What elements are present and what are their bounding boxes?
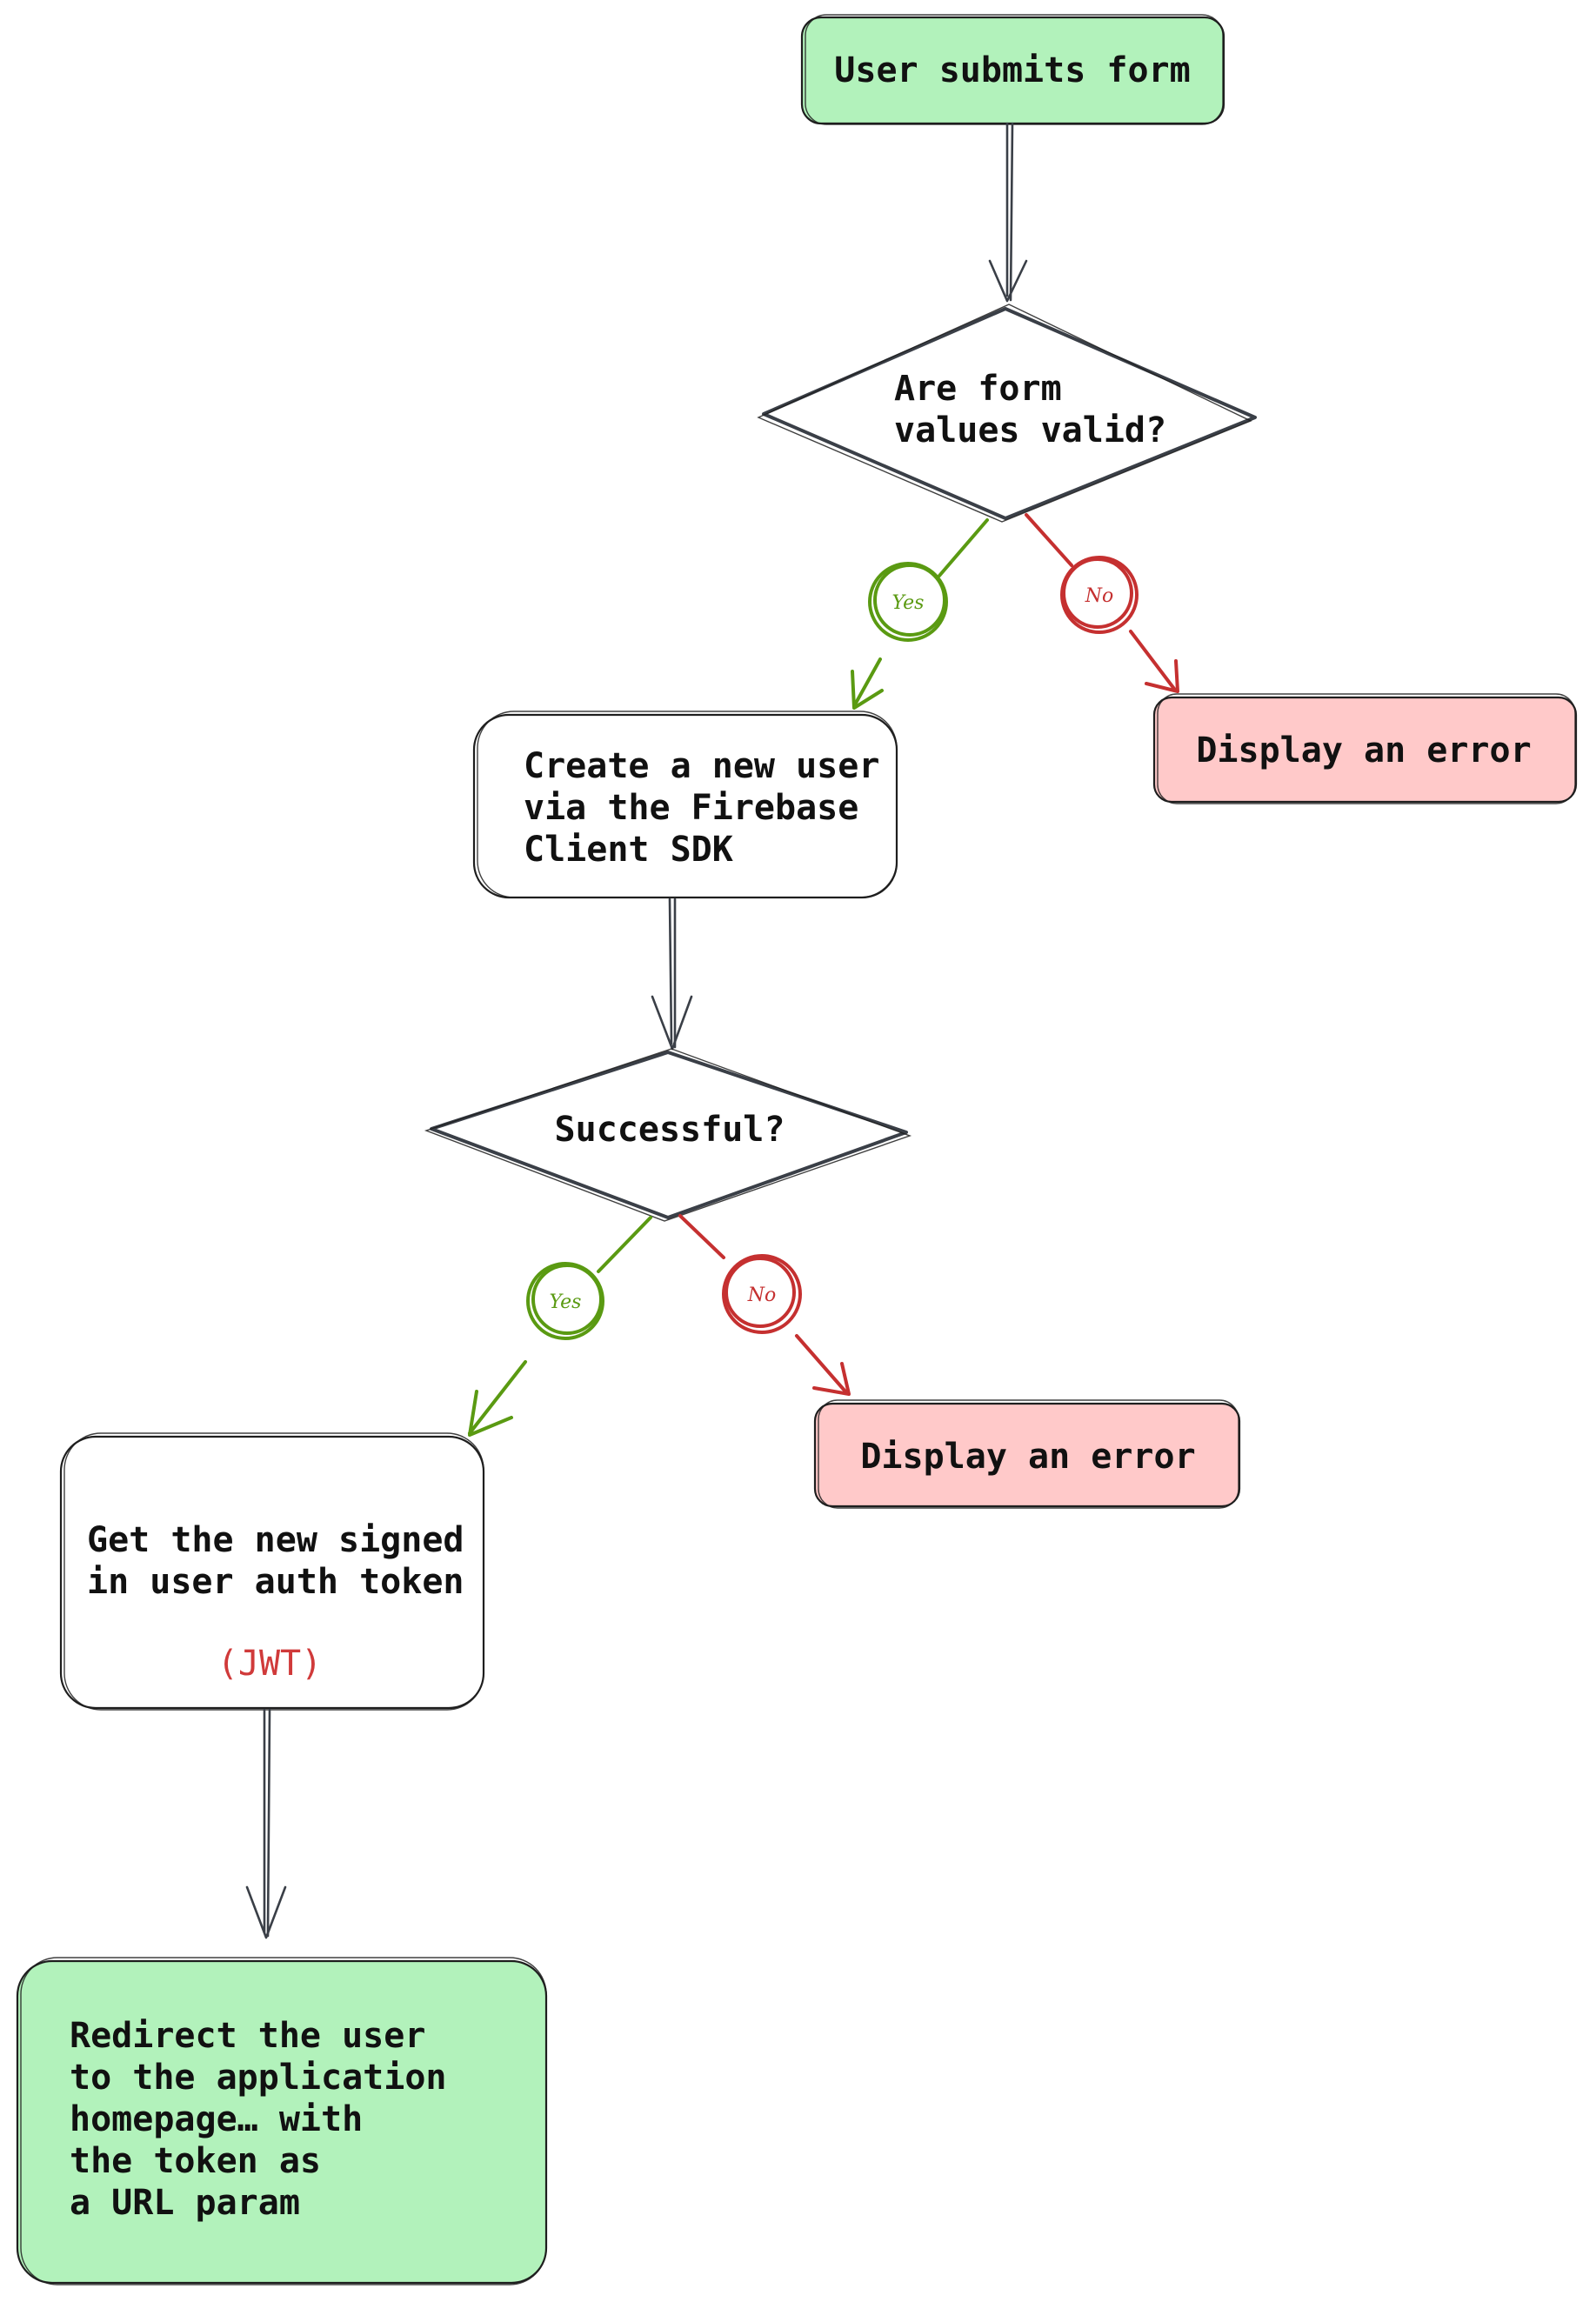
success-decision-label: Successful?	[555, 1110, 785, 1150]
error-node-2[interactable]: Display an error	[813, 1399, 1241, 1509]
error-node-1-label: Display an error	[1196, 731, 1531, 771]
edge-success-no: No	[678, 1214, 851, 1396]
no-badge-circle	[1060, 556, 1139, 634]
success-decision[interactable]: Successful?	[424, 1048, 912, 1222]
jwt-note: (JWT)	[217, 1644, 322, 1684]
edge-validation-no: No	[1025, 513, 1179, 693]
edge-token-to-redirect	[245, 1708, 287, 1939]
get-token-node-label: Get the new signed in user auth token	[87, 1520, 485, 1602]
redirect-node[interactable]: Redirect the user to the application hom…	[16, 1957, 548, 2285]
edge-success-yes: Yes	[468, 1216, 652, 1437]
redirect-node-label: Redirect the user to the application hom…	[70, 2016, 468, 2223]
no-label: No	[1085, 585, 1114, 607]
validation-decision[interactable]: Are form values valid?	[757, 304, 1257, 523]
start-node[interactable]: User submits form	[800, 14, 1225, 125]
create-user-node[interactable]: Create a new user via the Firebase Clien…	[472, 711, 901, 899]
edge-create-to-success	[651, 897, 693, 1051]
create-user-node-label: Create a new user via the Firebase Clien…	[524, 746, 901, 870]
edge-start-to-validation	[988, 122, 1028, 303]
yes-badge-circle	[526, 1262, 604, 1340]
get-token-node[interactable]: Get the new signed in user auth token (J…	[59, 1432, 485, 1711]
validation-decision-label: Are form values valid?	[894, 369, 1166, 450]
error-node-1[interactable]: Display an error	[1152, 693, 1578, 804]
edge-validation-yes: Yes	[851, 518, 989, 710]
yes-label: Yes	[550, 1291, 582, 1313]
no-label: No	[747, 1284, 777, 1306]
error-node-2-label: Display an error	[860, 1437, 1195, 1477]
yes-label: Yes	[892, 592, 925, 614]
no-badge-circle	[722, 1254, 802, 1334]
start-node-label: User submits form	[834, 50, 1190, 90]
yes-badge-circle	[868, 562, 948, 642]
